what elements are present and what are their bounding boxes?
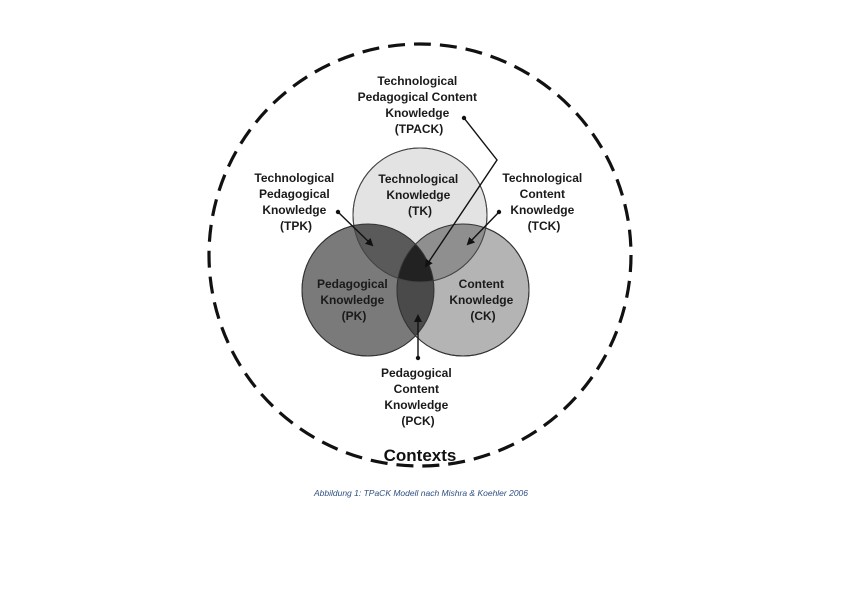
pk-outline (301, 223, 435, 357)
tpk-callout-line: Technological (254, 171, 334, 185)
tpack-callout-line: Technological (377, 74, 457, 88)
ck-label-line: (CK) (470, 309, 495, 323)
tpack-leader (424, 117, 498, 268)
ck-outline (396, 223, 530, 357)
tck-callout-line: Technological (502, 171, 582, 185)
tck-leader-dot (496, 209, 502, 215)
ck-label-line: Content (459, 277, 504, 291)
tpack-leader-dot (461, 115, 467, 121)
tck-leader (466, 211, 500, 246)
pck-callout-line: Knowledge (384, 398, 448, 412)
tck-callout-line: Knowledge (510, 203, 574, 217)
ck-label: Content Knowledge (CK) (449, 277, 516, 323)
tk-label-line: Technological (378, 172, 458, 186)
tpk-callout: Technological Pedagogical Knowledge (TPK… (254, 171, 337, 233)
pk-label-line: (PK) (342, 309, 367, 323)
tck-callout: Technological Content Knowledge (TCK) (502, 171, 585, 233)
tpack-callout-line: Pedagogical Content (358, 90, 477, 104)
tpk-leader-dot (335, 209, 341, 215)
pck-callout-line: (PCK) (401, 414, 434, 428)
tpack-callout-line: (TPACK) (395, 122, 443, 136)
pk-label-line: Pedagogical (317, 277, 388, 291)
pk-label-line: Knowledge (320, 293, 384, 307)
pck-callout-line: Content (394, 382, 439, 396)
tpk-leader (337, 211, 374, 247)
tk-label: Technological Knowledge (TK) (378, 172, 461, 218)
tck-overlap (397, 224, 487, 282)
contexts-ring (207, 42, 633, 468)
pck-leader-dot (415, 355, 421, 361)
tpk-callout-line: Knowledge (262, 203, 326, 217)
tck-callout-line: (TCK) (528, 219, 561, 233)
tpk-callout-line: Pedagogical (259, 187, 330, 201)
tck-callout-line: Content (520, 187, 565, 201)
tpk-overlap (353, 224, 434, 282)
pck-callout-line: Pedagogical (381, 366, 452, 380)
tpk-callout-line: (TPK) (280, 219, 312, 233)
contexts-label: Contexts (384, 446, 457, 465)
tpack-callout: Technological Pedagogical Content Knowle… (358, 74, 481, 136)
tpack-callout-line: Knowledge (385, 106, 449, 120)
tk-outline (352, 147, 488, 283)
pk-label: Pedagogical Knowledge (PK) (317, 277, 391, 323)
ck-label-line: Knowledge (449, 293, 513, 307)
figure-caption: Abbildung 1: TPaCK Modell nach Mishra & … (313, 488, 529, 498)
tk-label-line: Knowledge (386, 188, 450, 202)
pck-callout: Pedagogical Content Knowledge (PCK) (381, 366, 455, 428)
tk-label-line: (TK) (408, 204, 432, 218)
